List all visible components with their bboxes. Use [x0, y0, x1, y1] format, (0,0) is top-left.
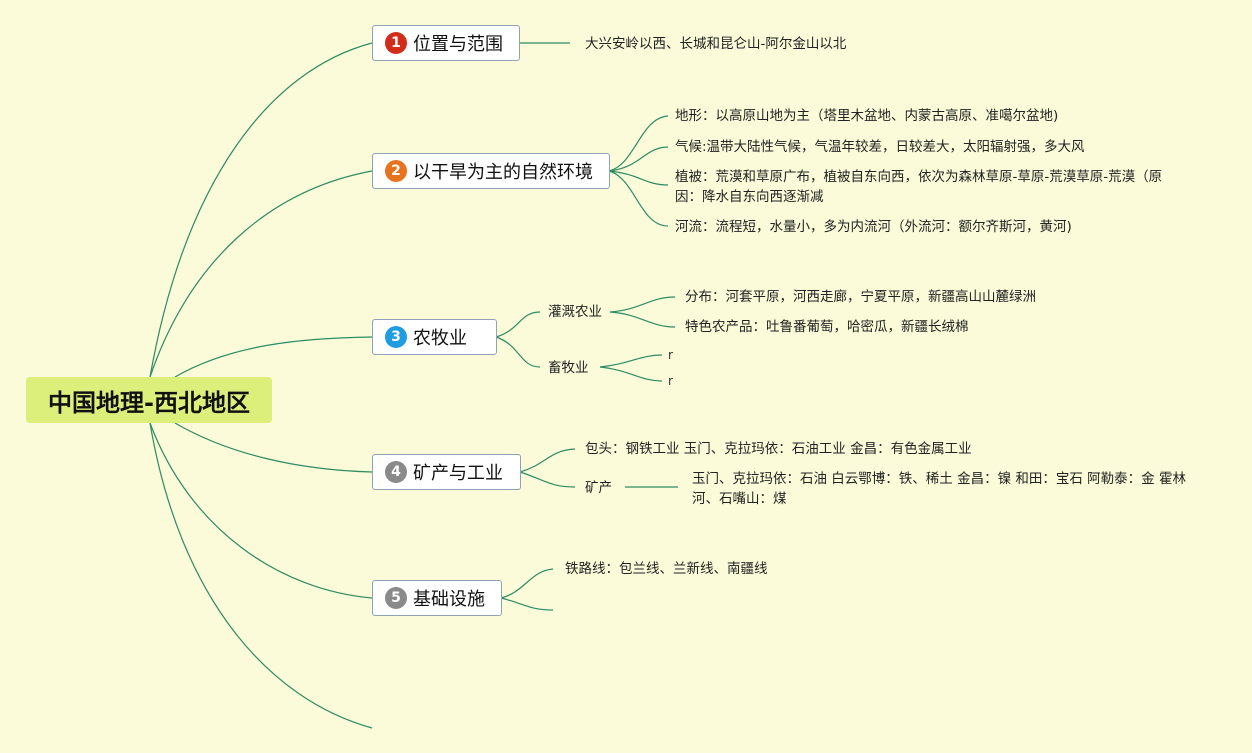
root-title: 中国地理-西北地区: [48, 388, 250, 417]
number-badge-icon: 4: [385, 461, 407, 483]
husbandry-item: r: [668, 348, 673, 362]
subtopic-minerals[interactable]: 矿产: [585, 480, 612, 496]
subtopic-irrigation-agriculture[interactable]: 灌溉农业: [548, 304, 602, 320]
topic-label: 以干旱为主的自然环境: [413, 162, 593, 183]
railway-detail: 铁路线：包兰线、兰新线、南疆线: [565, 561, 768, 577]
irrigation-distribution: 分布：河套平原，河西走廊，宁夏平原，新疆高山山麓绿洲: [685, 289, 1036, 305]
topic-minerals-industry[interactable]: 4 矿产与工业: [372, 454, 521, 490]
topic-infrastructure[interactable]: 5 基础设施: [372, 580, 502, 616]
topic-agriculture-husbandry[interactable]: 3 农牧业: [372, 319, 497, 355]
topic-location-range[interactable]: 1 位置与范围: [372, 25, 520, 61]
subtopic-animal-husbandry[interactable]: 畜牧业: [548, 360, 589, 376]
industry-detail: 包头：钢铁工业 玉门、克拉玛依：石油工业 金昌：有色金属工业: [585, 441, 972, 457]
minerals-detail: 玉门、克拉玛依：石油 白云鄂博：铁、稀土 金昌：镍 和田：宝石 阿勒泰：金 霍林…: [692, 471, 1186, 507]
location-detail: 大兴安岭以西、长城和昆仑山-阿尔金山以北: [585, 36, 847, 52]
number-badge-icon: 1: [385, 32, 407, 54]
vegetation-detail: 植被：荒漠和草原广布，植被自东向西，依次为森林草原-草原-荒漠草原-荒漠（原因：…: [675, 169, 1163, 205]
topic-label: 基础设施: [413, 589, 485, 610]
topic-label: 矿产与工业: [413, 463, 503, 484]
rivers-detail: 河流：流程短，水量小，多为内流河（外流河：额尔齐斯河，黄河): [675, 219, 1072, 235]
topic-label: 位置与范围: [413, 34, 503, 55]
topic-label: 农牧业: [413, 328, 467, 349]
climate-detail: 气候:温带大陆性气候，气温年较差，日较差大，太阳辐射强，多大风: [675, 139, 1085, 155]
number-badge-icon: 3: [385, 326, 407, 348]
root-node[interactable]: 中国地理-西北地区: [26, 377, 272, 423]
irrigation-specialty-products: 特色农产品：吐鲁番葡萄，哈密瓜，新疆长绒棉: [685, 319, 969, 335]
terrain-detail: 地形：以高原山地为主（塔里木盆地、内蒙古高原、准噶尔盆地): [675, 108, 1059, 124]
topic-arid-environment[interactable]: 2 以干旱为主的自然环境: [372, 153, 610, 189]
number-badge-icon: 5: [385, 587, 407, 609]
husbandry-item: r: [668, 374, 673, 388]
number-badge-icon: 2: [385, 160, 407, 182]
